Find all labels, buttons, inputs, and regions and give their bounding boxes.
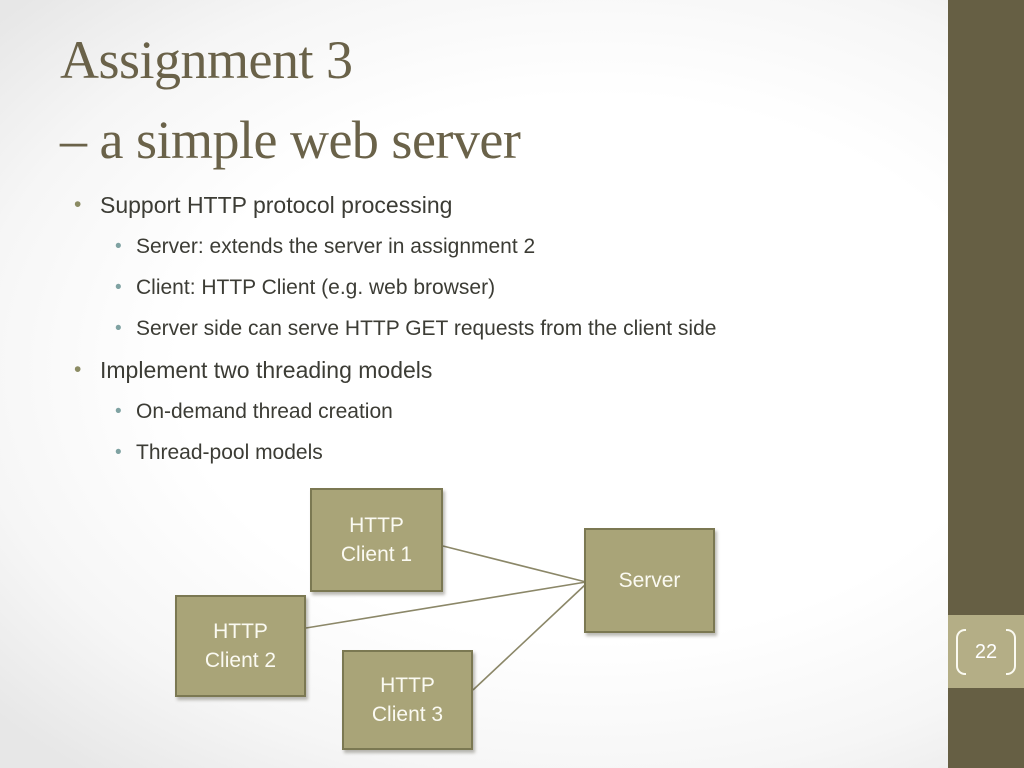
diagram-node-http-client-1: HTTP Client 1 — [310, 488, 443, 592]
bullet-dot-icon: • — [115, 318, 122, 339]
node-label: HTTP Client 2 — [204, 619, 277, 672]
bullet-dot-icon: • — [74, 193, 82, 216]
bullet-item: • Server: extends the server in assignme… — [60, 226, 920, 267]
node-label: HTTP Client 1 — [340, 513, 413, 566]
bullet-item: • Implement two threading models — [60, 349, 920, 391]
slide-title: Assignment 3 – a simple web server — [60, 20, 521, 180]
diagram-node-http-client-3: HTTP Client 3 — [342, 650, 473, 750]
slide-title-line-2: – a simple web server — [60, 110, 521, 170]
slide-title-line-1: Assignment 3 — [60, 30, 353, 90]
bullet-dot-icon: • — [115, 401, 122, 422]
page-number-bracket-left-icon — [956, 628, 966, 675]
bullet-item: • Support HTTP protocol processing — [60, 184, 920, 226]
bullet-text: Thread-pool models — [136, 441, 323, 464]
node-label: Server — [618, 568, 681, 592]
bullet-item: • Client: HTTP Client (e.g. web browser) — [60, 267, 920, 308]
bullet-text: Server side can serve HTTP GET requests … — [136, 317, 717, 340]
bullet-text: Server: extends the server in assignment… — [136, 235, 536, 258]
node-label: HTTP Client 3 — [371, 673, 444, 726]
bullet-dot-icon: • — [74, 358, 82, 381]
bullet-text: On-demand thread creation — [136, 400, 393, 423]
diagram-node-http-client-2: HTTP Client 2 — [175, 595, 306, 697]
bullet-text: Implement two threading models — [100, 357, 433, 383]
bullet-list: • Support HTTP protocol processing • Ser… — [60, 184, 920, 473]
bullet-dot-icon: • — [115, 236, 122, 257]
page-number: 22 — [974, 640, 998, 663]
bullet-item: • On-demand thread creation — [60, 391, 920, 432]
bullet-item: • Server side can serve HTTP GET request… — [60, 308, 920, 349]
bullet-text: Client: HTTP Client (e.g. web browser) — [136, 276, 496, 299]
bullet-dot-icon: • — [115, 277, 122, 298]
bullet-text: Support HTTP protocol processing — [100, 192, 453, 218]
page-number-bracket-right-icon — [1006, 628, 1016, 675]
page-number-badge: 22 — [948, 615, 1024, 688]
bullet-dot-icon: • — [115, 442, 122, 463]
bullet-item: • Thread-pool models — [60, 432, 920, 473]
diagram-node-server: Server — [584, 528, 715, 633]
